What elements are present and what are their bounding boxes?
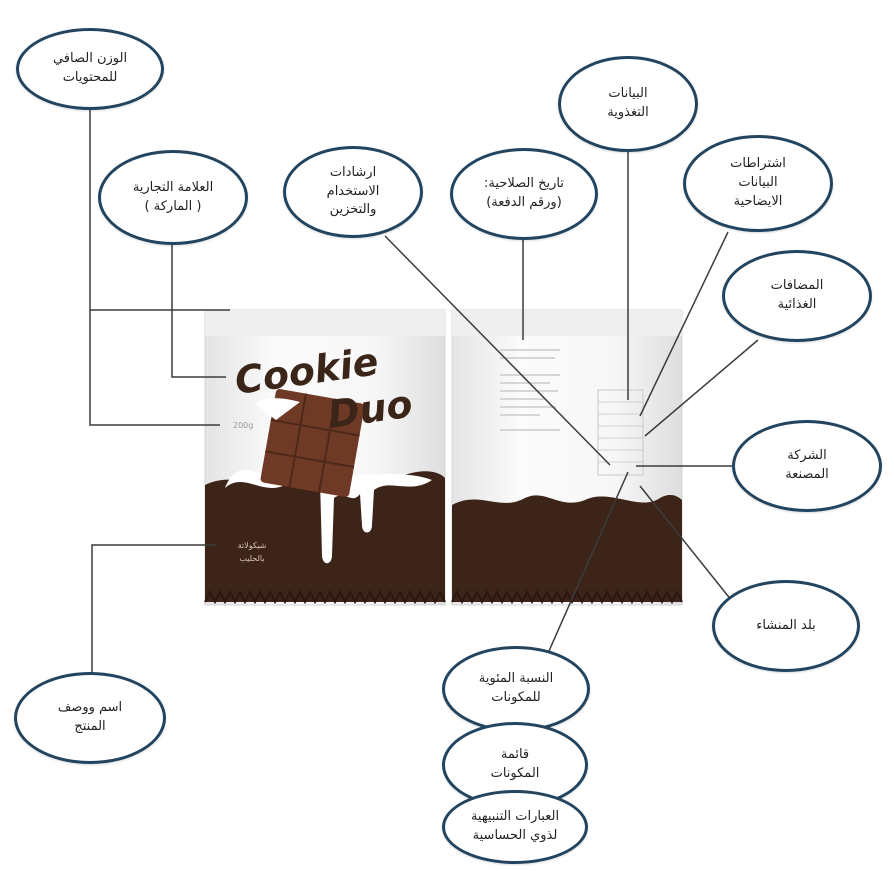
back-top-seal: [452, 310, 682, 336]
label-ingredient-percentage: النسبة المئوية للمكونات: [442, 646, 590, 732]
label-usage-storage: ارشادات الاستخدام والتخزين: [283, 146, 423, 238]
label-manufacturer: الشركة المصنعة: [732, 420, 882, 512]
front-pouch: Cookie Duo 200g شيكولاتة بالحليب: [204, 309, 446, 606]
label-food-additives: المضافات الغذائية: [722, 250, 872, 342]
product-name-text-line2: بالحليب: [239, 554, 264, 563]
label-allergy-warnings: العبارات التنبيهية لذوي الحساسية: [442, 790, 588, 864]
label-expiry-date: تاريخ الصلاحية: (ورقم الدفعة): [450, 148, 598, 240]
front-bottom-serration: [204, 589, 446, 605]
back-text-lines: [500, 349, 560, 431]
label-brand: العلامة التجارية ( الماركة ): [98, 150, 248, 245]
front-top-seal: [205, 310, 445, 336]
product-name-text-line1: شيكولاتة: [238, 541, 267, 550]
nutrition-table-box: [597, 389, 644, 476]
back-pouch: [451, 309, 683, 606]
milk-splash: [225, 469, 432, 564]
chocolate-bar-image: [260, 389, 365, 497]
back-bottom-serration: [451, 589, 683, 605]
label-nutrition-data: البيانات التغذوية: [558, 56, 698, 152]
nutrition-table-lines: [598, 401, 643, 463]
label-net-weight: الوزن الصافي للمحتويات: [16, 28, 164, 110]
net-weight-text: 200g: [233, 421, 253, 430]
label-clarification-requirements: اشتراطات البيانات الايضاحية: [683, 135, 833, 232]
label-country-of-origin: بلد المنشاء: [712, 580, 860, 672]
label-product-name-description: اسم ووصف المنتج: [14, 672, 166, 764]
back-chocolate-band: [452, 494, 682, 602]
bar-wrapper-corner: [255, 398, 300, 420]
